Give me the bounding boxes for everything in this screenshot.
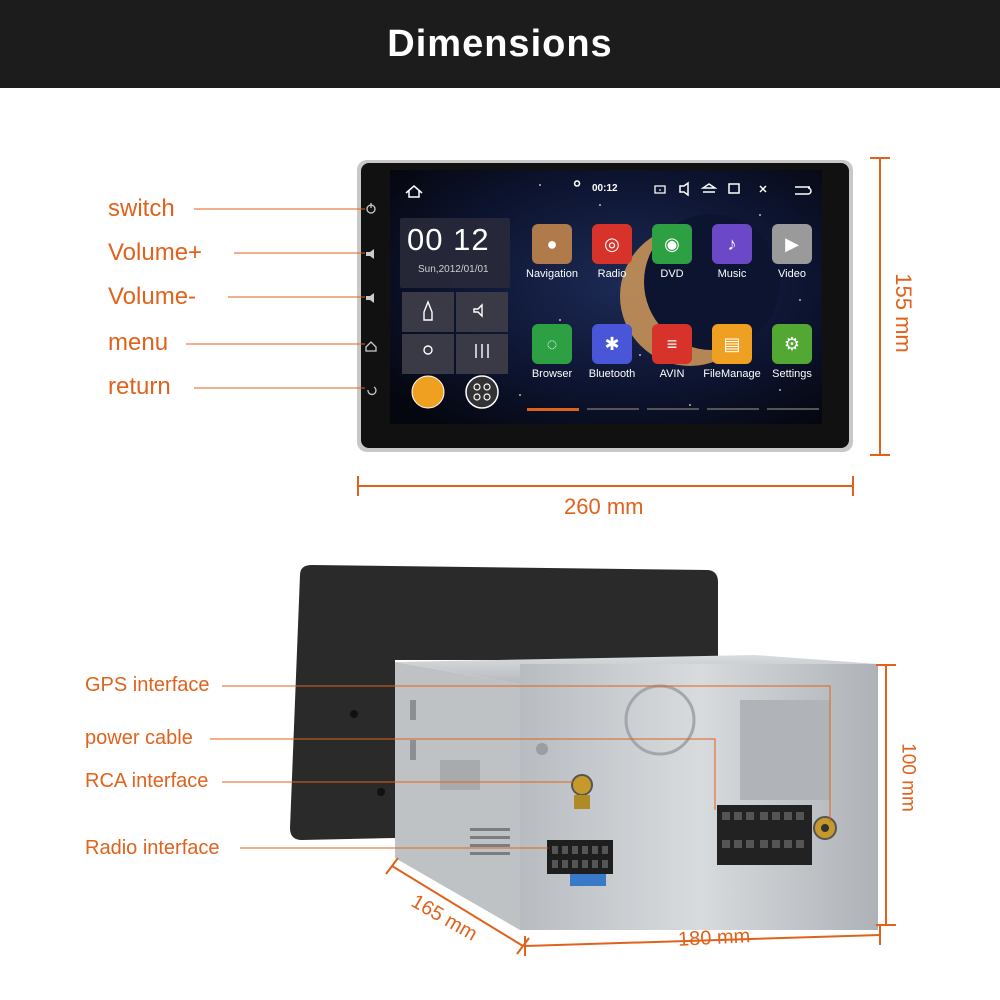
dimension-height: 155 mm [891, 273, 916, 353]
clock-time: 00 12 [407, 222, 490, 257]
page-indicator-active [527, 408, 579, 411]
rca-connector [571, 774, 593, 796]
app-label: Bluetooth [588, 368, 636, 380]
home-icon [405, 185, 423, 198]
car-app-button [411, 375, 445, 409]
dimension-back-width: 180 mm [677, 925, 751, 951]
app-video[interactable]: ▶ Video [767, 224, 817, 280]
play-icon: ▶ [772, 224, 812, 264]
app-music[interactable]: ♪ Music [707, 224, 757, 280]
label-menu: menu [108, 329, 169, 356]
chassis-side-panel [395, 662, 520, 930]
radio-connector [547, 840, 613, 874]
status-time: 00:12 [592, 183, 618, 194]
app-label: Browser [531, 368, 573, 380]
label-volume-minus: Volume- [108, 283, 197, 310]
label-volume-plus: Volume+ [108, 239, 203, 266]
app-filemanage[interactable]: ▤ FileManage [703, 324, 761, 380]
av-input-icon: ≡ [652, 324, 692, 364]
app-label: Settings [772, 368, 812, 380]
speaker-icon [473, 303, 483, 318]
volume-up-button-icon [366, 249, 374, 259]
depth-dimension-line [391, 865, 524, 947]
volume-down-button-icon [366, 293, 374, 303]
app-label: Music [717, 268, 747, 280]
close-window-icon [728, 183, 740, 194]
app-navigation[interactable]: ● Navigation [526, 224, 578, 280]
app-browser[interactable]: ◌ Browser [527, 324, 577, 380]
app-label: AVIN [659, 368, 685, 380]
app-label: Video [778, 268, 806, 280]
gear-icon: ⚙ [772, 324, 812, 364]
disc-icon: ◉ [652, 224, 692, 264]
gps-leader [222, 685, 831, 822]
gps-status-icon [573, 180, 581, 187]
power-leader [210, 738, 716, 810]
menu-icon [759, 185, 767, 193]
app-label: FileManage [703, 368, 761, 380]
app-settings[interactable]: ⚙ Settings [767, 324, 817, 380]
music-note-icon: ♪ [712, 224, 752, 264]
app-label: DVD [660, 268, 684, 280]
bluetooth-icon: ✱ [592, 324, 632, 364]
radio-icon: ◎ [592, 224, 632, 264]
page-title: Dimensions [0, 0, 1000, 88]
label-rca-interface: RCA interface [85, 770, 209, 792]
label-return: return [108, 373, 171, 400]
label-switch: switch [108, 195, 175, 222]
rocket-icon [423, 300, 433, 321]
home-button-icon [365, 341, 377, 352]
clock-date: Sun,2012/01/01 [418, 264, 489, 275]
equalizer-icon [475, 344, 489, 358]
app-label: Radio [597, 268, 627, 280]
quick-tile-rocket [402, 292, 454, 332]
back-width-dimension-line [524, 934, 881, 947]
apps-grid-button [465, 375, 499, 409]
status-back-icon [654, 185, 666, 194]
app-radio[interactable]: ◎ Radio [587, 224, 637, 280]
volume-icon [679, 181, 689, 197]
brightness-icon [423, 345, 433, 355]
label-gps-interface: GPS interface [85, 674, 210, 696]
dimension-width: 260 mm [564, 494, 644, 519]
label-radio-interface: Radio interface [85, 837, 220, 859]
map-pin-icon: ● [532, 224, 572, 264]
eject-icon [700, 183, 718, 193]
folder-icon: ▤ [712, 324, 752, 364]
app-label: Navigation [526, 268, 578, 280]
dimension-back-height: 100 mm [897, 743, 919, 812]
clock-widget [400, 218, 510, 288]
back-arrow-icon [795, 186, 812, 195]
app-dvd[interactable]: ◉ DVD [647, 224, 697, 280]
label-power-cable: power cable [85, 727, 193, 749]
app-bluetooth[interactable]: ✱ Bluetooth [587, 324, 637, 380]
globe-icon: ◌ [532, 324, 572, 364]
app-avin[interactable]: ≡ AVIN [647, 324, 697, 380]
back-button-icon [367, 386, 377, 396]
screen-rear-panel [290, 565, 718, 840]
